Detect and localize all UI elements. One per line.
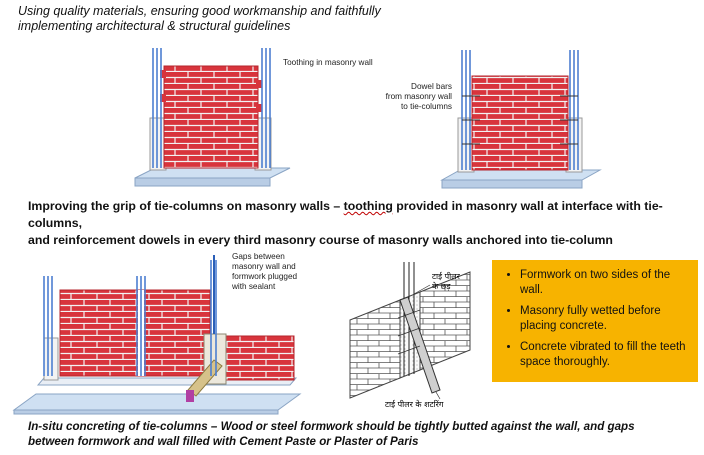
- label-dowels-line-1: Dowel bars: [360, 82, 452, 92]
- caption-top: Improving the grip of tie-columns on mas…: [28, 198, 698, 249]
- masonry-wall-right: [222, 336, 294, 380]
- ground-slab-top: [14, 394, 300, 410]
- label-dowels-line-3: to tie-columns: [360, 102, 452, 112]
- caption-top-squiggle: toothing: [344, 199, 393, 213]
- vibrator-base: [186, 390, 194, 402]
- label-dowels: Dowel bars from masonry wall to tie-colu…: [360, 82, 452, 112]
- masonry-wall: [472, 76, 568, 170]
- note-item: Masonry fully wetted before placing conc…: [520, 304, 690, 334]
- label-dowels-line-2: from masonry wall: [360, 92, 452, 102]
- label-gaps-line-1: Gaps between: [232, 252, 297, 262]
- note-item: Formwork on two sides of the wall.: [520, 268, 690, 298]
- caption-bottom-line-2: between formwork and wall filled with Ce…: [28, 434, 704, 449]
- tie-column-left: [44, 338, 58, 380]
- label-hindi-top-line-1: टाई पीलर: [432, 272, 460, 282]
- caption-bottom-line-1: In-situ concreting of tie-columns – Wood…: [28, 419, 704, 434]
- figure-dowel-wall: [442, 50, 600, 188]
- caption-top-line-1: Improving the grip of tie-columns on mas…: [28, 198, 698, 232]
- label-hindi-bottom: टाई पीलर के शटरिंग: [385, 400, 443, 410]
- label-gaps-line-4: with sealant: [232, 282, 297, 292]
- label-gaps-line-2: masonry wall and: [232, 262, 297, 272]
- label-gaps: Gaps between masonry wall and formwork p…: [232, 252, 297, 292]
- base-slab-front-right: [442, 180, 582, 188]
- figure-shuttering-sketch: [342, 258, 488, 418]
- ground-slab-front: [14, 410, 278, 414]
- label-toothing: Toothing in masonry wall: [283, 58, 373, 68]
- label-gaps-line-3: formwork plugged: [232, 272, 297, 282]
- label-hindi-top: टाई पीलर के छड़: [432, 272, 460, 292]
- figure-toothing-wall: [135, 48, 290, 186]
- caption-bottom: In-situ concreting of tie-columns – Wood…: [28, 419, 704, 449]
- label-hindi-top-line-2: के छड़: [432, 282, 460, 292]
- notes-box: Formwork on two sides of the wall. Mason…: [492, 260, 698, 382]
- caption-top-part-1: Improving the grip of tie-columns on mas…: [28, 199, 344, 213]
- notes-list: Formwork on two sides of the wall. Mason…: [502, 268, 690, 370]
- base-slab-front-left: [135, 178, 270, 186]
- masonry-wall-left: [60, 290, 210, 376]
- caption-top-line-2: and reinforcement dowels in every third …: [28, 232, 698, 249]
- masonry-wall-toothed: [164, 66, 258, 168]
- note-item: Concrete vibrated to fill the teeth spac…: [520, 340, 690, 370]
- tooth: [256, 80, 262, 88]
- tooth: [256, 104, 262, 112]
